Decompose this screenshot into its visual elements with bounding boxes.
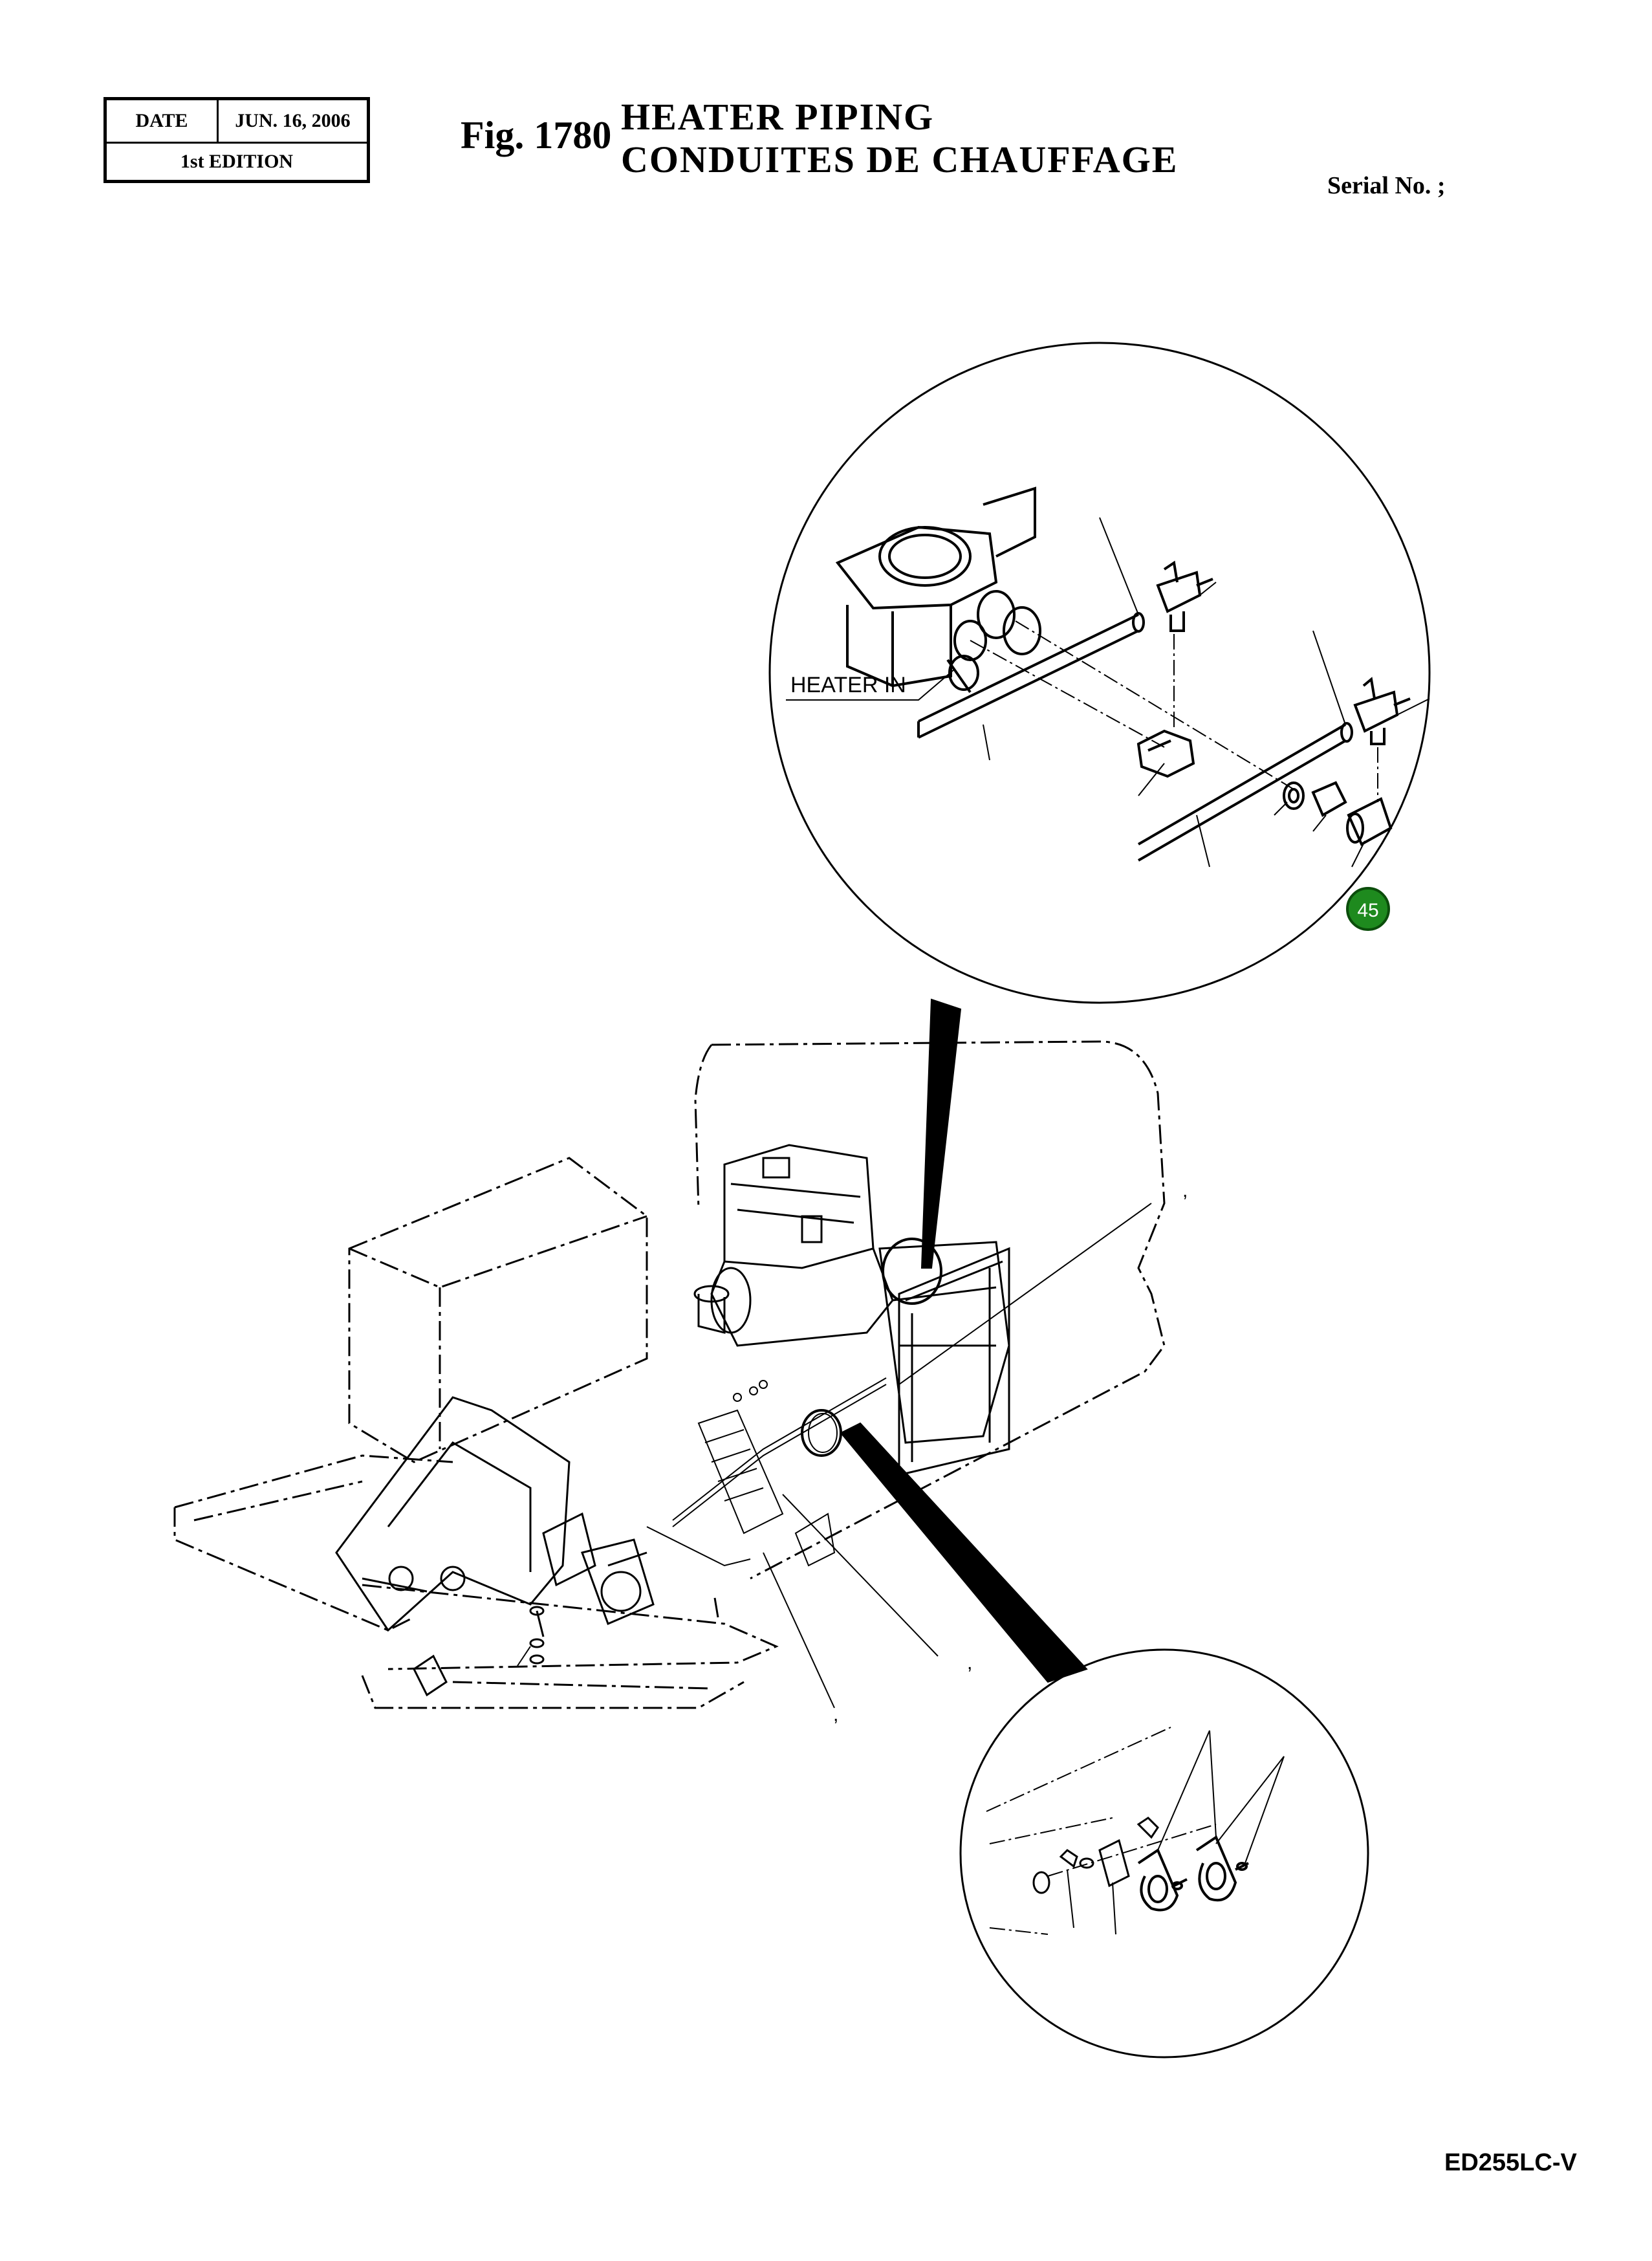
assembly-centerlines [970, 620, 1378, 802]
date-edition-box: DATE JUN. 16, 2006 1st EDITION [103, 97, 370, 183]
tick-marks: , , , [833, 1180, 1188, 1725]
machine-frame [173, 1040, 1166, 1709]
date-row: DATE JUN. 16, 2006 [107, 100, 367, 144]
leader-lines-upper [983, 517, 1430, 868]
figure-number: Fig. 1780 [461, 114, 612, 157]
title-french: CONDUITES DE CHAUFFAGE [621, 138, 1179, 180]
edition-label: 1st EDITION [180, 151, 294, 172]
heater-hose-lower [1137, 722, 1353, 862]
hose-clamps [1137, 1835, 1249, 1912]
detail-pointer-upper [920, 998, 962, 1269]
part-number-badge-label: 45 [1357, 900, 1378, 921]
date-label: DATE [107, 100, 219, 142]
upper-detail-circle: HEATER IN [768, 342, 1431, 1004]
tick-mark-3: , [833, 1704, 838, 1725]
drain-valve-2 [1353, 677, 1411, 745]
drain-valve-1 [1156, 560, 1213, 632]
model-code: ED255LC-V [1444, 2149, 1577, 2176]
heater-block [835, 486, 1041, 694]
tick-mark-2: , [967, 1652, 972, 1674]
hex-plug [1136, 729, 1195, 778]
date-value: JUN. 16, 2006 [235, 110, 351, 131]
heater-hose-upper [917, 612, 1145, 739]
tick-mark-1: , [1182, 1180, 1188, 1201]
leader-lines-main [517, 1203, 1152, 1709]
fitting-set [1283, 781, 1393, 846]
heater-in-leader [786, 669, 955, 701]
heater-in-label: HEATER IN [790, 673, 906, 697]
detail-pointer-lower [840, 1422, 1088, 1683]
title-english: HEATER PIPING [621, 96, 935, 138]
lower-detail-circle [959, 1648, 1369, 2059]
figure-title: HEATER PIPING CONDUITES DE CHAUFFAGE [621, 96, 1178, 181]
part-number-badge[interactable]: 45 [1346, 887, 1390, 931]
serial-number-label: Serial No. ; [1327, 172, 1446, 199]
